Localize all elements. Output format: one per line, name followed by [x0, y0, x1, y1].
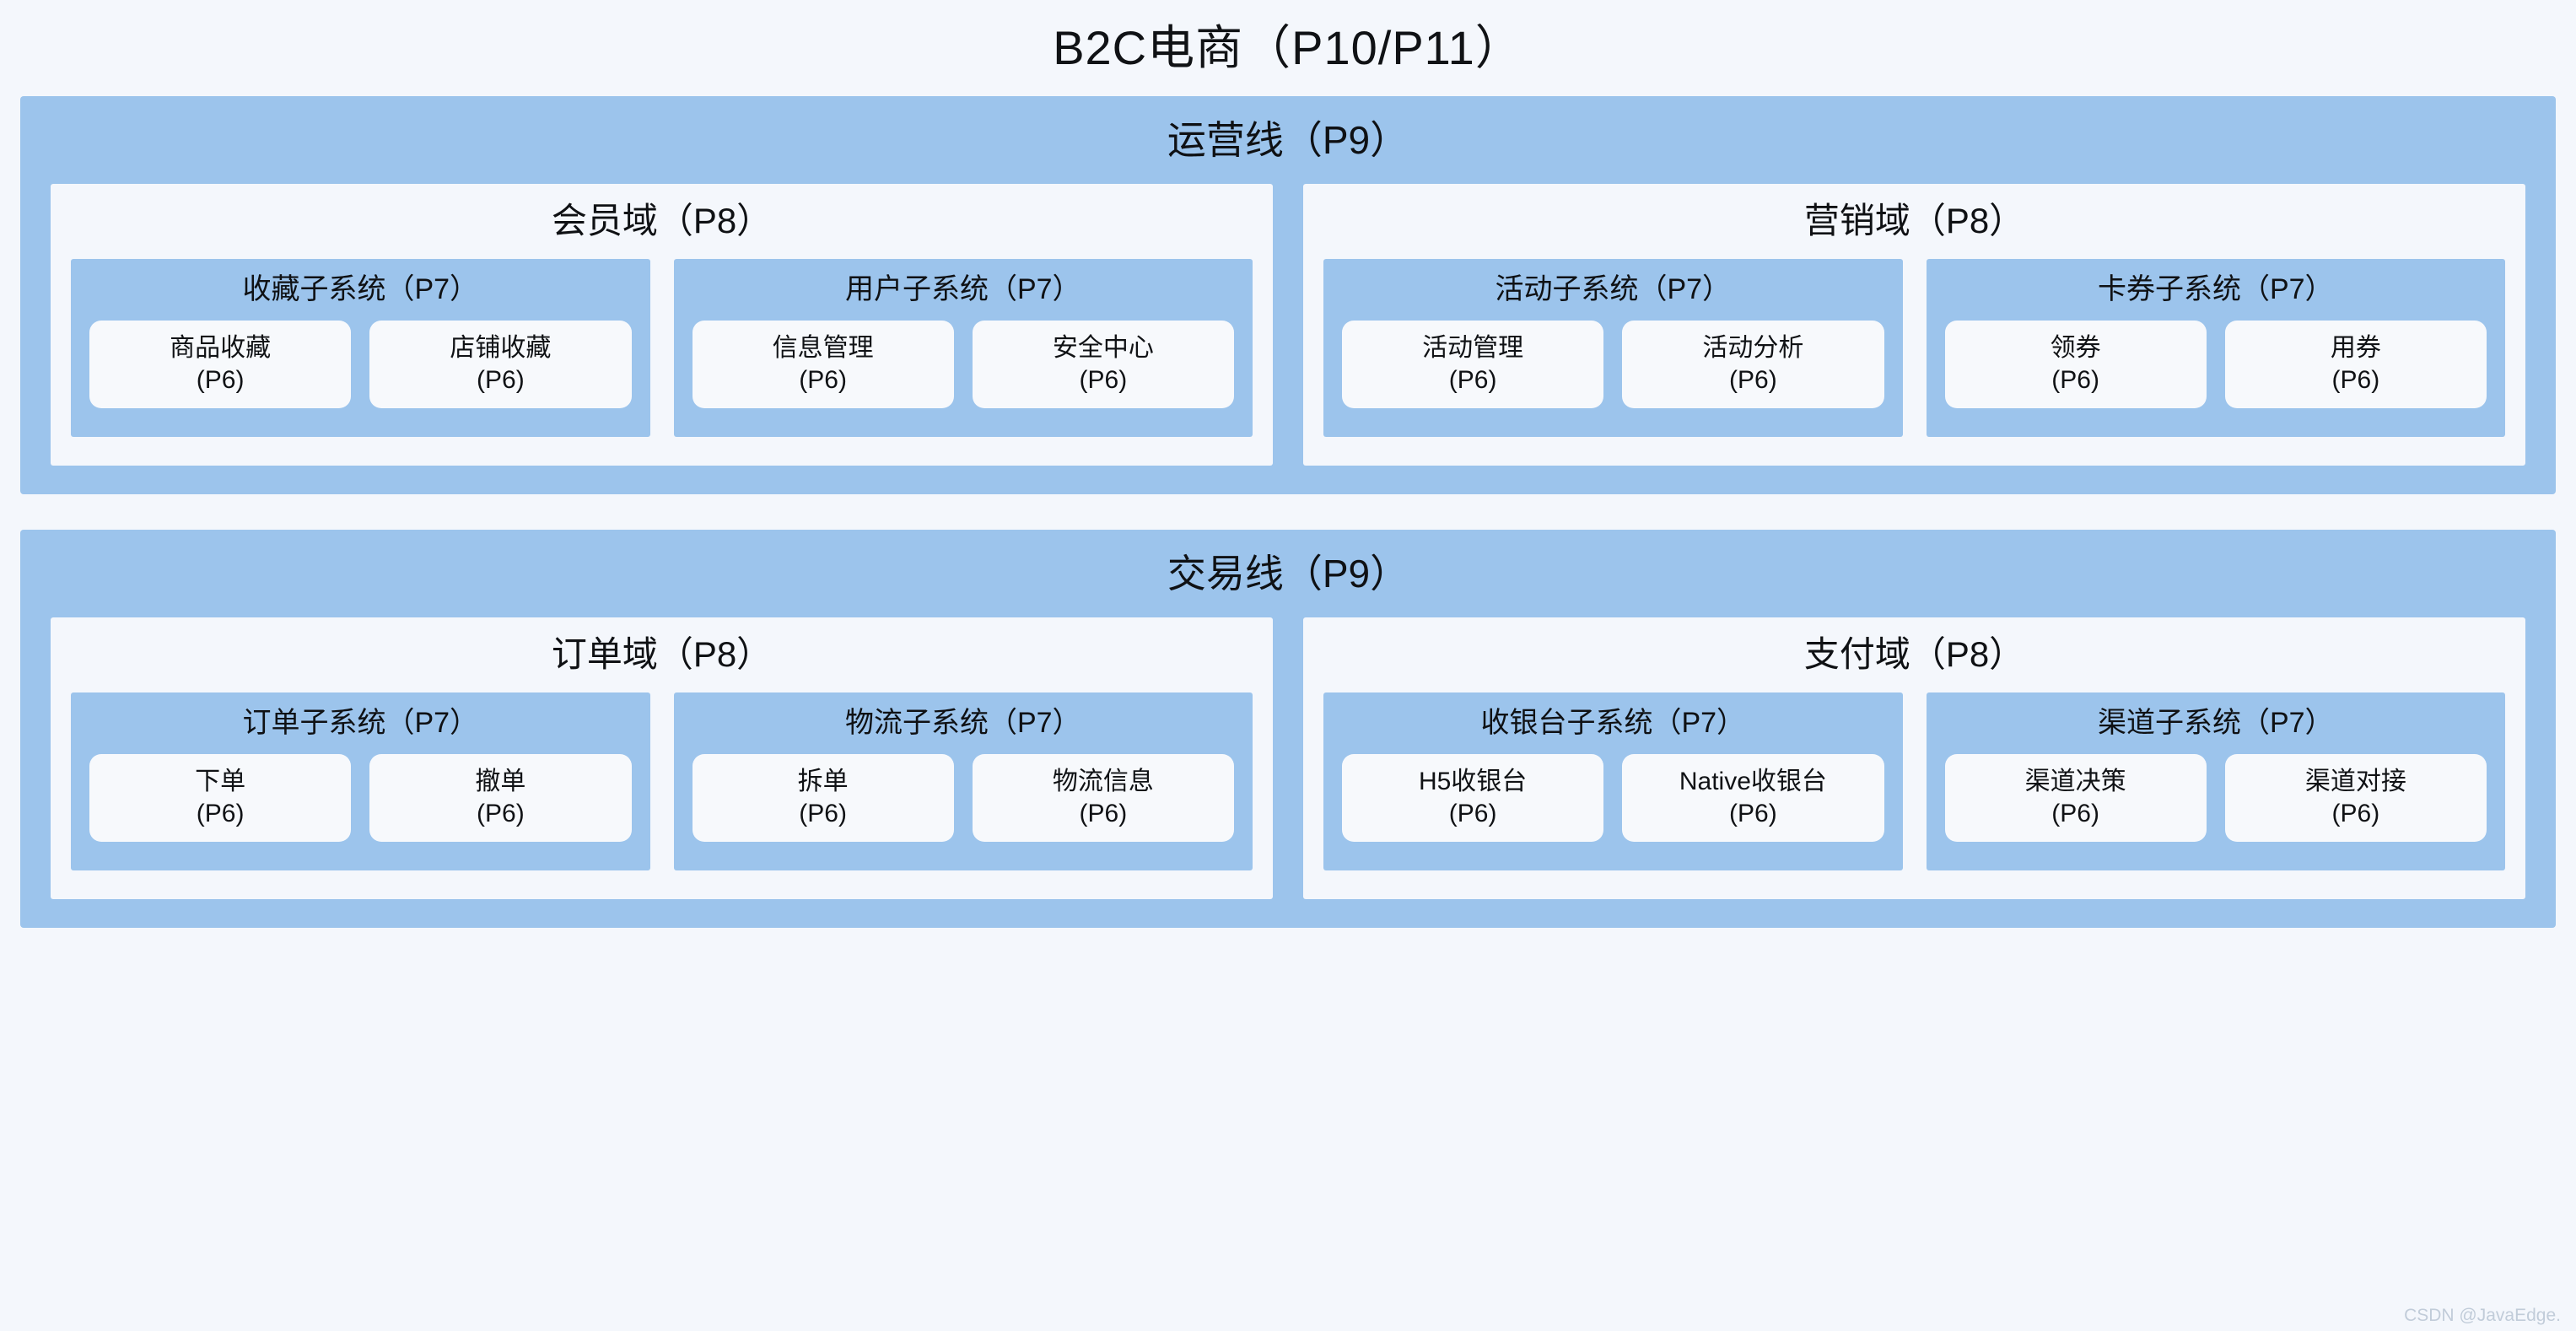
domain-row: 订单域（P8） 订单子系统（P7） 下单 (P6) 撤单	[51, 617, 2525, 899]
domain-payment: 支付域（P8） 收银台子系统（P7） H5收银台 (P6) Native收银台	[1303, 617, 2525, 899]
module-name: 信息管理	[772, 334, 874, 363]
module-card[interactable]: H5收银台 (P6)	[1342, 753, 1604, 842]
module-level: (P6)	[477, 799, 525, 827]
domain-member: 会员域（P8） 收藏子系统（P7） 商品收藏 (P6) 店铺收藏	[51, 184, 1273, 466]
module-level: (P6)	[2331, 365, 2380, 394]
module-card[interactable]: 领券 (P6)	[1944, 320, 2207, 408]
module-level: (P6)	[2331, 799, 2380, 827]
subsystem-coupon: 卡券子系统（P7） 领券 (P6) 用券 (P6)	[1926, 258, 2505, 437]
subsystem-title: 活动子系统（P7）	[1495, 272, 1732, 305]
module-card[interactable]: 安全中心 (P6)	[972, 320, 1234, 408]
module-level: (P6)	[799, 799, 847, 827]
module-name: 渠道对接	[2304, 768, 2406, 796]
module-name: 店铺收藏	[450, 334, 552, 363]
module-name: 撤单	[475, 768, 526, 796]
domain-title: 营销域（P8）	[1803, 201, 2025, 241]
module-card[interactable]: 店铺收藏 (P6)	[369, 320, 632, 408]
subsystem-row: 收银台子系统（P7） H5收银台 (P6) Native收银台 (P6)	[1323, 692, 2505, 870]
module-level: (P6)	[799, 365, 847, 394]
module-name: Native收银台	[1679, 768, 1827, 796]
module-name: 领券	[2050, 334, 2101, 363]
module-level: (P6)	[1729, 799, 1777, 827]
subsystem-title: 渠道子系统（P7）	[2097, 706, 2334, 739]
module-level: (P6)	[1079, 365, 1128, 394]
module-name: 用券	[2330, 334, 2381, 363]
module-row: 信息管理 (P6) 安全中心 (P6)	[692, 320, 1234, 408]
domain-order: 订单域（P8） 订单子系统（P7） 下单 (P6) 撤单	[51, 617, 1273, 899]
module-row: 领券 (P6) 用券 (P6)	[1944, 320, 2487, 408]
module-name: H5收银台	[1418, 768, 1528, 796]
module-name: 安全中心	[1052, 334, 1154, 363]
module-name: 活动管理	[1422, 334, 1524, 363]
page-title: B2C电商（P10/P11）	[1053, 21, 1523, 74]
domain-title: 支付域（P8）	[1803, 634, 2025, 675]
line-band-transaction: 交易线（P9） 订单域（P8） 订单子系统（P7） 下单 (P6)	[20, 529, 2556, 928]
subsystem-title: 用户子系统（P7）	[844, 272, 1081, 305]
module-card[interactable]: 信息管理 (P6)	[692, 320, 954, 408]
module-name: 商品收藏	[170, 334, 272, 363]
module-card[interactable]: 拆单 (P6)	[692, 753, 954, 842]
line-band-operations: 运营线（P9） 会员域（P8） 收藏子系统（P7） 商品收藏 (P6)	[20, 95, 2556, 494]
domain-title: 会员域（P8）	[551, 201, 773, 241]
module-level: (P6)	[196, 365, 245, 394]
subsystem-title: 收藏子系统（P7）	[242, 272, 479, 305]
module-level: (P6)	[477, 365, 525, 394]
module-name: 拆单	[797, 768, 849, 796]
module-card[interactable]: Native收银台 (P6)	[1622, 753, 1884, 842]
subsystem-row: 订单子系统（P7） 下单 (P6) 撤单 (P6)	[71, 692, 1253, 870]
module-card[interactable]: 活动分析 (P6)	[1622, 320, 1884, 408]
module-card[interactable]: 活动管理 (P6)	[1342, 320, 1604, 408]
module-card[interactable]: 用券 (P6)	[2224, 320, 2487, 408]
module-row: 拆单 (P6) 物流信息 (P6)	[692, 753, 1234, 842]
module-row: H5收银台 (P6) Native收银台 (P6)	[1342, 753, 1884, 842]
subsystem-title: 卡券子系统（P7）	[2097, 272, 2334, 305]
module-name: 下单	[195, 768, 246, 796]
module-name: 活动分析	[1702, 334, 1804, 363]
module-level: (P6)	[1448, 365, 1497, 394]
subsystem-campaign: 活动子系统（P7） 活动管理 (P6) 活动分析 (P6)	[1323, 258, 1903, 437]
subsystem-logistics: 物流子系统（P7） 拆单 (P6) 物流信息 (P6)	[673, 692, 1253, 870]
subsystem-user: 用户子系统（P7） 信息管理 (P6) 安全中心 (P6)	[673, 258, 1253, 437]
module-card[interactable]: 下单 (P6)	[89, 753, 352, 842]
module-level: (P6)	[2051, 799, 2099, 827]
subsystem-row: 收藏子系统（P7） 商品收藏 (P6) 店铺收藏 (P6)	[71, 258, 1253, 437]
module-name: 渠道决策	[2024, 768, 2126, 796]
line-title: 交易线（P9）	[1167, 551, 1409, 595]
subsystem-title: 订单子系统（P7）	[242, 706, 479, 739]
module-level: (P6)	[1079, 799, 1128, 827]
module-card[interactable]: 渠道对接 (P6)	[2224, 753, 2487, 842]
subsystem-title: 物流子系统（P7）	[844, 706, 1081, 739]
domain-title: 订单域（P8）	[551, 634, 773, 675]
module-card[interactable]: 撤单 (P6)	[369, 753, 632, 842]
subsystem-order: 订单子系统（P7） 下单 (P6) 撤单 (P6)	[71, 692, 650, 870]
module-row: 商品收藏 (P6) 店铺收藏 (P6)	[89, 320, 632, 408]
module-row: 活动管理 (P6) 活动分析 (P6)	[1342, 320, 1884, 408]
module-card[interactable]: 物流信息 (P6)	[972, 753, 1234, 842]
watermark: CSDN @JavaEdge.	[2404, 1306, 2561, 1325]
module-card[interactable]: 渠道决策 (P6)	[1944, 753, 2207, 842]
subsystem-title: 收银台子系统（P7）	[1480, 706, 1746, 739]
subsystem-channel: 渠道子系统（P7） 渠道决策 (P6) 渠道对接 (P6)	[1926, 692, 2505, 870]
module-level: (P6)	[1729, 365, 1777, 394]
domain-marketing: 营销域（P8） 活动子系统（P7） 活动管理 (P6) 活动分析	[1303, 184, 2525, 466]
module-level: (P6)	[1448, 799, 1497, 827]
subsystem-cashier: 收银台子系统（P7） H5收银台 (P6) Native收银台 (P6)	[1323, 692, 1903, 870]
module-level: (P6)	[196, 799, 245, 827]
domain-row: 会员域（P8） 收藏子系统（P7） 商品收藏 (P6) 店铺收藏	[51, 184, 2525, 466]
subsystem-favorites: 收藏子系统（P7） 商品收藏 (P6) 店铺收藏 (P6)	[71, 258, 650, 437]
module-row: 渠道决策 (P6) 渠道对接 (P6)	[1944, 753, 2487, 842]
module-row: 下单 (P6) 撤单 (P6)	[89, 753, 632, 842]
module-card[interactable]: 商品收藏 (P6)	[89, 320, 352, 408]
line-title: 运营线（P9）	[1167, 117, 1409, 162]
module-level: (P6)	[2051, 365, 2099, 394]
module-name: 物流信息	[1052, 768, 1154, 796]
lines-container: 运营线（P9） 会员域（P8） 收藏子系统（P7） 商品收藏 (P6)	[0, 95, 2576, 928]
subsystem-row: 活动子系统（P7） 活动管理 (P6) 活动分析 (P6)	[1323, 258, 2505, 437]
